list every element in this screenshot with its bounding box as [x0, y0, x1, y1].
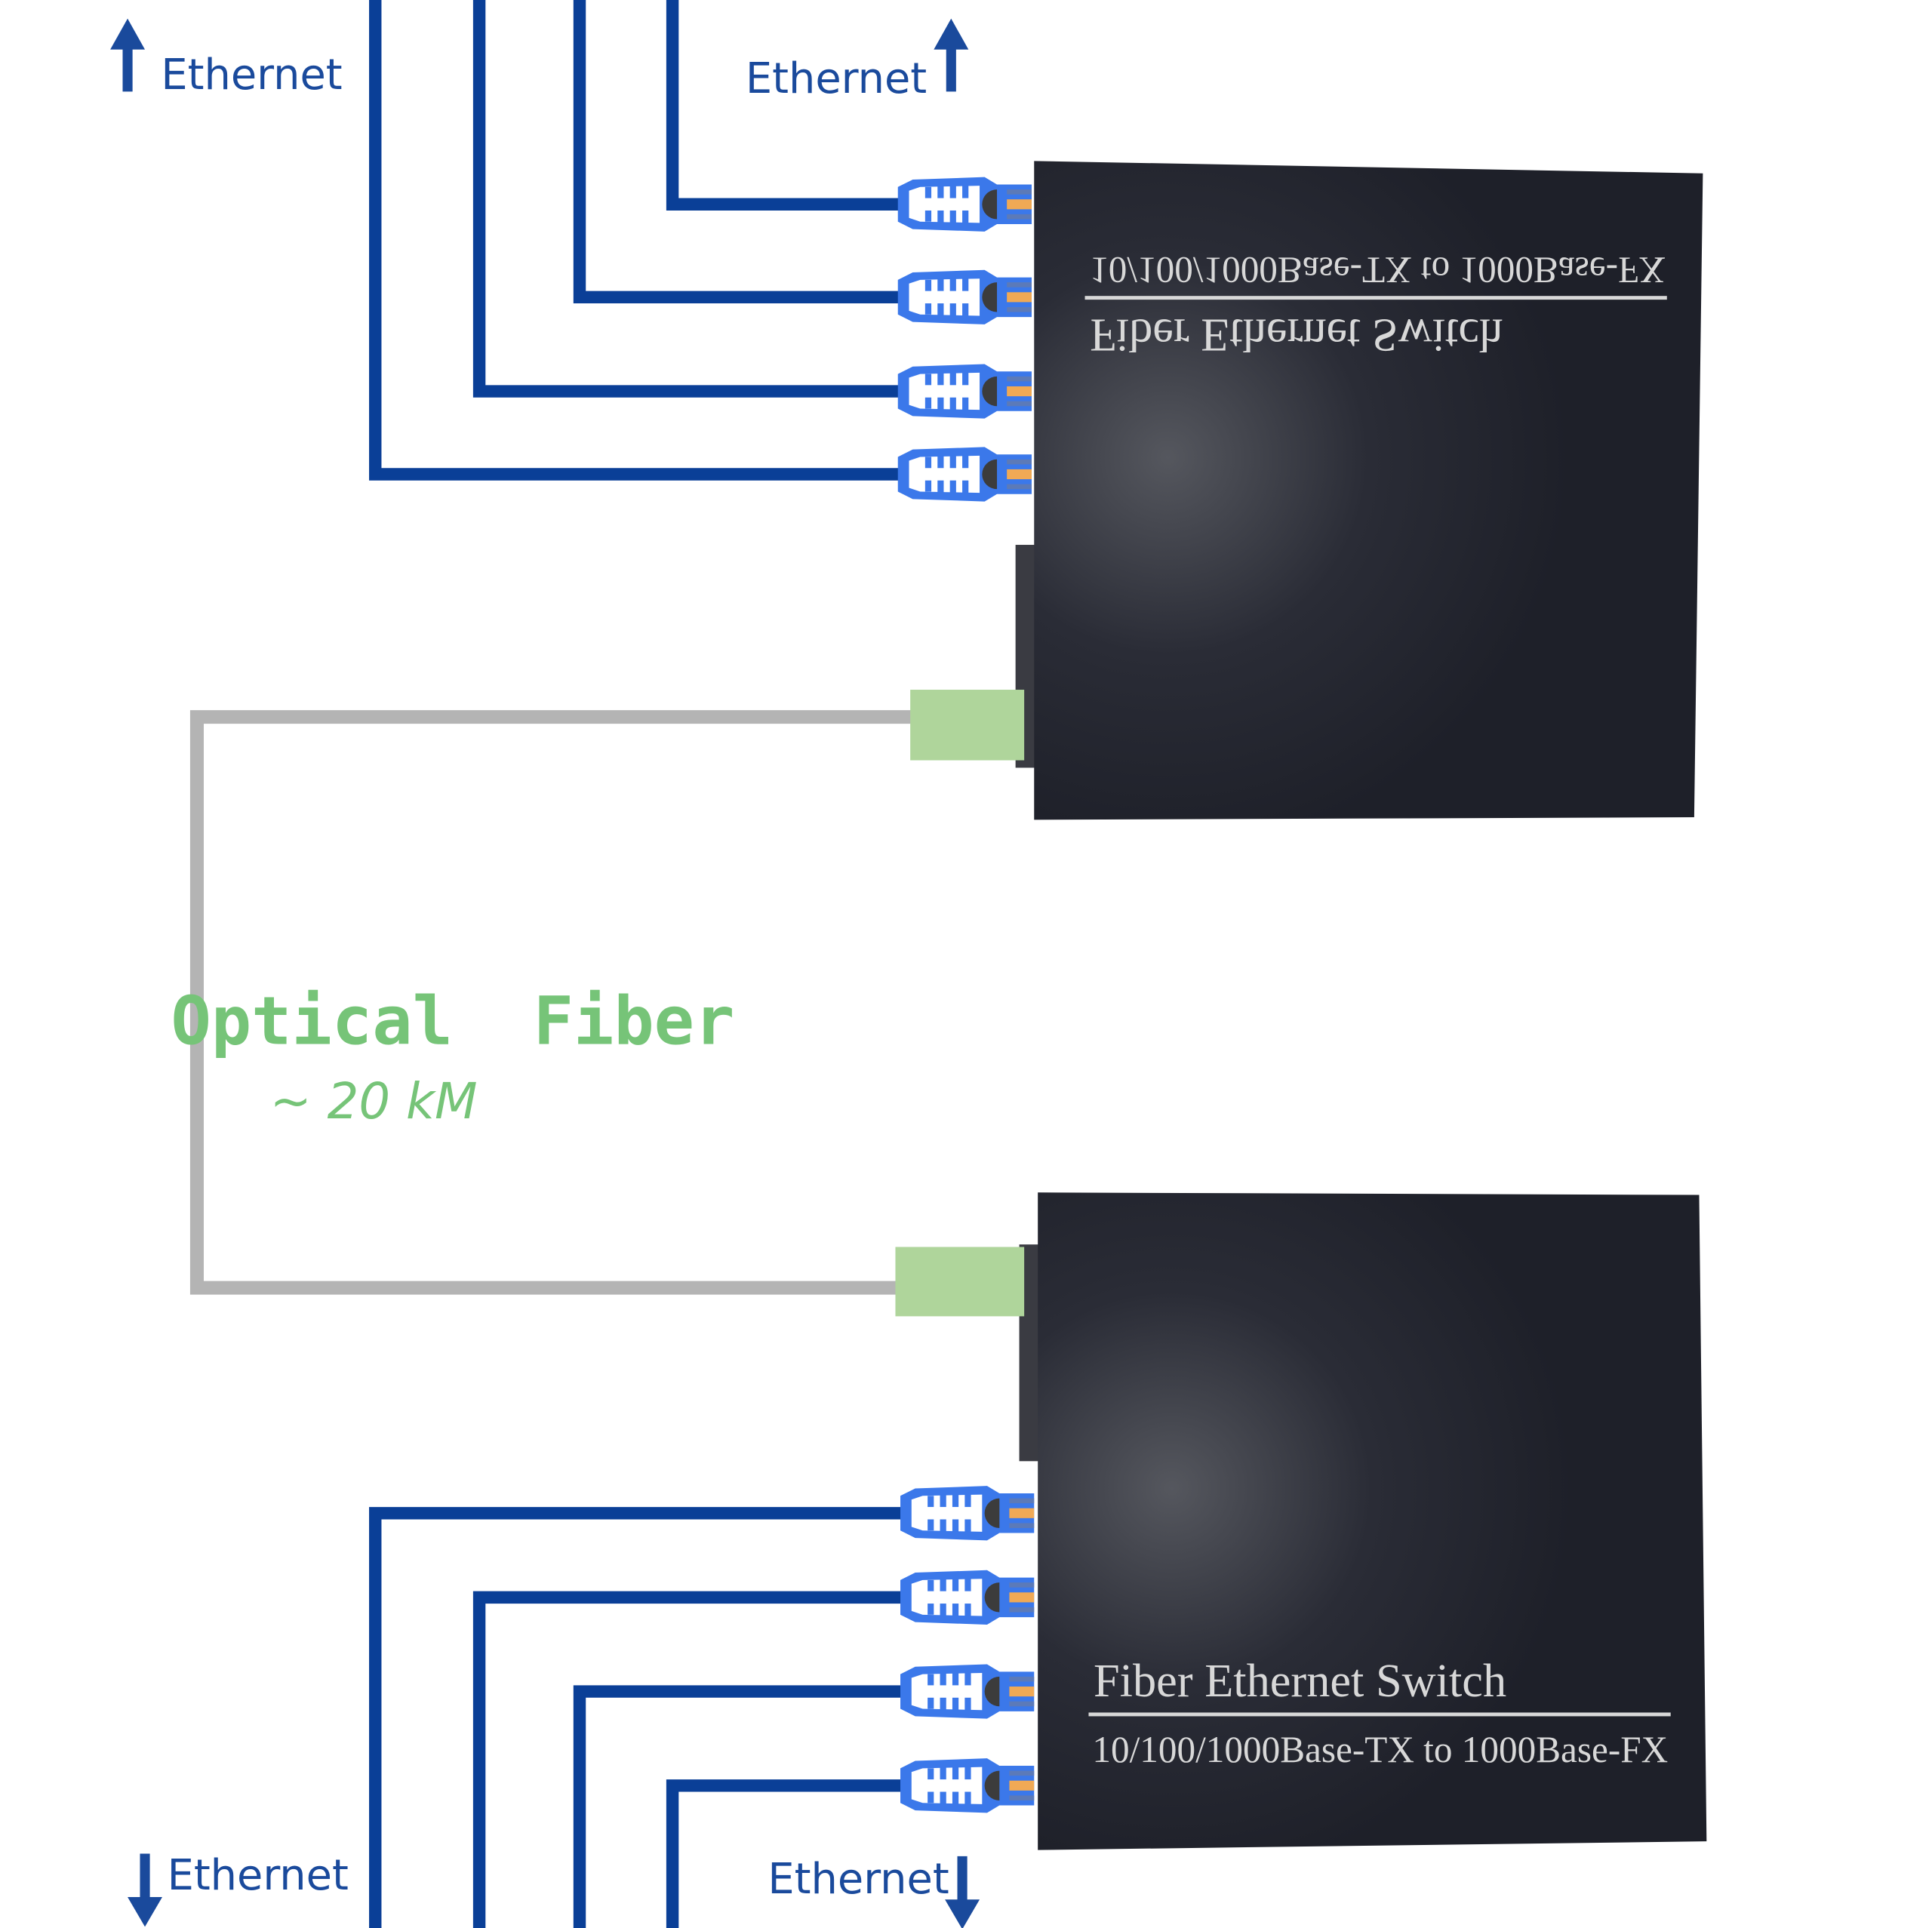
ethernet-cable-4 — [369, 0, 904, 481]
rj45-connectors — [897, 177, 1035, 1813]
rj45-connector — [900, 1758, 1035, 1813]
ethernet-cable-6 — [472, 1591, 904, 1928]
device-body — [1038, 1192, 1707, 1850]
optical-fiber-cable — [189, 710, 917, 1295]
ethernet-cable-7 — [573, 1685, 904, 1928]
rj45-connector — [900, 1664, 1035, 1719]
ethernet-cable-3 — [472, 0, 904, 398]
arrow-up-icon — [934, 18, 969, 92]
arrow-up-icon — [110, 18, 146, 92]
ethernet-cable-8 — [666, 1779, 904, 1928]
fiber-connector-bottom — [895, 1247, 1025, 1317]
ethernet-label-bottom-right: Ethernet — [768, 1855, 949, 1904]
device-title: Fiber Ethernet Switch — [1094, 1655, 1506, 1707]
divider — [1088, 1712, 1671, 1717]
ethernet-cable-5 — [369, 1507, 904, 1928]
top-ethernet-cables — [369, 0, 904, 481]
ethernet-cable-1 — [666, 0, 904, 211]
bottom-fiber-switch: Fiber Ethernet Switch 10/100/1000Base-TX… — [1019, 1192, 1707, 1850]
fiber-connector-top — [910, 690, 1025, 761]
rj45-connector — [897, 269, 1032, 324]
bottom-ethernet-cables — [369, 1507, 904, 1928]
arrow-down-icon — [128, 1853, 163, 1927]
ethernet-label-top-left: Ethernet — [161, 51, 342, 100]
divider — [1084, 296, 1667, 300]
top-fiber-switch: 10/100/1000Base-TX to 1000Base-FX Fiber … — [1015, 161, 1703, 820]
rj45-connector — [900, 1486, 1035, 1541]
arrow-down-icon — [945, 1856, 980, 1928]
device-body — [1034, 161, 1703, 820]
device-spec: 10/100/1000Base-TX to 1000Base-FX — [1090, 249, 1666, 291]
device-spec: 10/100/1000Base-TX to 1000Base-FX — [1092, 1729, 1668, 1770]
rj45-connector — [900, 1570, 1035, 1625]
rj45-connector — [897, 364, 1032, 419]
ethernet-label-bottom-left: Ethernet — [168, 1851, 349, 1900]
ethernet-cable-2 — [573, 0, 904, 304]
distance-label: ~ 20 kM — [270, 1073, 478, 1130]
device-title: Fiber Ethernet Switch — [1090, 309, 1503, 361]
optical-fiber-label: Optical Fiber — [171, 982, 734, 1059]
ethernet-label-top-right: Ethernet — [746, 54, 927, 103]
rj45-connector — [897, 177, 1032, 232]
rj45-connector — [897, 447, 1032, 502]
